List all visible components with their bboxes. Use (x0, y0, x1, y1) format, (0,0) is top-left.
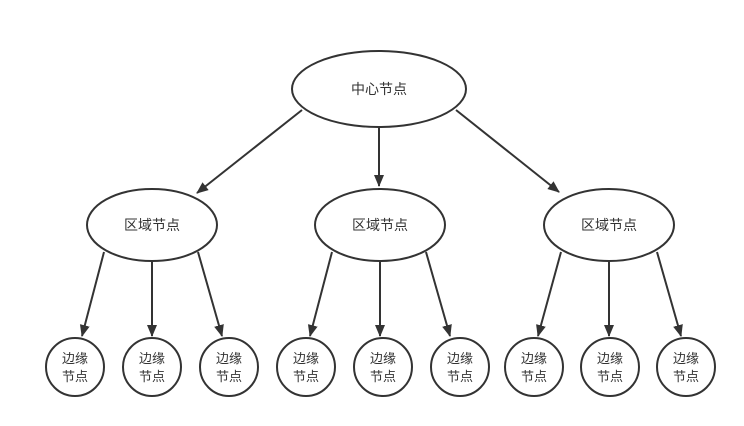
edge-node-7[interactable]: 边缘 节点 (504, 337, 564, 397)
edge-node-2[interactable]: 边缘 节点 (122, 337, 182, 397)
center-node[interactable]: 中心节点 (291, 50, 467, 128)
connector-region-2-edge-4 (307, 251, 333, 337)
edge-node-1-circle[interactable] (45, 337, 105, 397)
edge-node-6-label-line2: 节点 (447, 369, 473, 384)
center-node-label: 中心节点 (351, 81, 407, 97)
region-node-3[interactable]: 区域节点 (543, 188, 675, 262)
edge-node-8-label-line1: 边缘 (597, 351, 623, 366)
edge-node-5-label-line2: 节点 (370, 369, 396, 384)
edge-node-4-circle[interactable] (276, 337, 336, 397)
region-node-1-ellipse[interactable] (86, 188, 218, 262)
edge-node-8[interactable]: 边缘 节点 (580, 337, 640, 397)
edge-node-1-label-line2: 节点 (62, 369, 88, 384)
edge-node-7-label-line1: 边缘 (521, 351, 547, 366)
region-node-3-label: 区域节点 (581, 217, 637, 233)
region-node-2-label: 区域节点 (352, 217, 408, 233)
connector-region-3-edge-9 (656, 251, 683, 337)
edge-node-9[interactable]: 边缘 节点 (656, 337, 716, 397)
edge-node-6-circle[interactable] (430, 337, 490, 397)
edge-node-7-label-line2: 节点 (521, 369, 547, 384)
edge-node-3-label-line2: 节点 (216, 369, 242, 384)
connector-region-3-edge-7 (536, 251, 562, 337)
edge-node-6[interactable]: 边缘 节点 (430, 337, 490, 397)
edge-node-4[interactable]: 边缘 节点 (276, 337, 336, 397)
edge-node-3[interactable]: 边缘 节点 (199, 337, 259, 397)
connector-center-region-1 (196, 109, 303, 194)
region-node-1-label: 区域节点 (124, 217, 180, 233)
edge-node-4-label-line2: 节点 (293, 369, 319, 384)
region-node-2-ellipse[interactable] (314, 188, 446, 262)
connector-center-region-3 (455, 109, 560, 193)
edge-node-8-circle[interactable] (580, 337, 640, 397)
edge-node-6-label-line1: 边缘 (447, 351, 473, 366)
edge-node-5[interactable]: 边缘 节点 (353, 337, 413, 397)
edge-node-2-label-line2: 节点 (139, 369, 165, 384)
connector-region-1-edge-3 (197, 251, 224, 337)
edge-node-1[interactable]: 边缘 节点 (45, 337, 105, 397)
edge-node-9-label-line1: 边缘 (673, 351, 699, 366)
edge-node-9-label-line2: 节点 (673, 369, 699, 384)
edge-node-4-label-line1: 边缘 (293, 351, 319, 366)
edge-node-5-circle[interactable] (353, 337, 413, 397)
edge-node-3-label-line1: 边缘 (216, 351, 242, 366)
edge-node-8-label-line2: 节点 (597, 369, 623, 384)
region-node-2[interactable]: 区域节点 (314, 188, 446, 262)
edge-node-2-label-line1: 边缘 (139, 351, 165, 366)
connector-region-2-edge-6 (425, 251, 452, 337)
edge-node-5-label-line1: 边缘 (370, 351, 396, 366)
edge-node-7-circle[interactable] (504, 337, 564, 397)
region-node-3-ellipse[interactable] (543, 188, 675, 262)
center-node-ellipse[interactable] (291, 50, 467, 128)
connector-region-1-edge-1 (79, 251, 105, 337)
region-node-1[interactable]: 区域节点 (86, 188, 218, 262)
edge-node-9-circle[interactable] (656, 337, 716, 397)
edge-node-3-circle[interactable] (199, 337, 259, 397)
edge-node-2-circle[interactable] (122, 337, 182, 397)
edge-node-1-label-line1: 边缘 (62, 351, 88, 366)
